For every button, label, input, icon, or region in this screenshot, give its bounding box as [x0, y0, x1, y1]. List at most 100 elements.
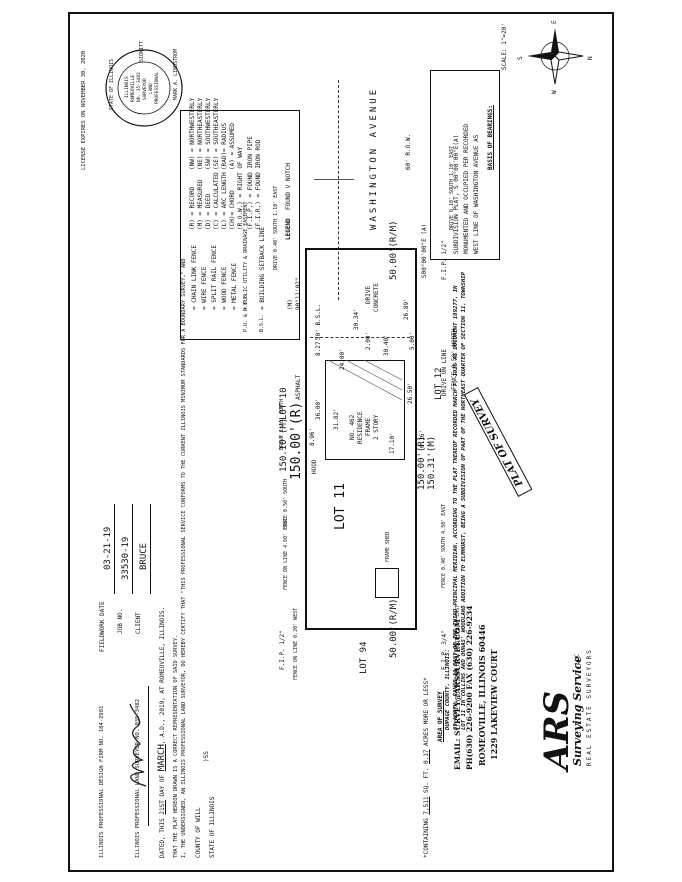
concrete-label: CONCRETE: [373, 283, 380, 312]
compass-w: W: [551, 90, 558, 94]
legal-line1: LOT 11 IN COLLINS AND DUNAS' WOODLAND AD…: [461, 271, 467, 730]
setback-line: [310, 336, 410, 338]
plat-title: PLAT OF SURVEY: [463, 386, 533, 497]
legend-item: = PUBLIC UTILITY & DRAINAGE EASEMENT: [243, 201, 249, 310]
drive-label: DRIVE: [365, 285, 372, 304]
residence-line4: NO. 462: [349, 414, 356, 440]
legend-item: (SW) = SOUTHWESTERLY: [205, 97, 212, 170]
fence-sw-note: FENCE ON LINE 4.60' EAST: [283, 517, 289, 590]
job-label: JOB NO.: [117, 608, 124, 634]
legend-item: = BUILDING SETBACK LINE: [259, 226, 266, 310]
dim-616: 6.16': [419, 429, 426, 448]
client-value: BRUCE: [139, 542, 149, 570]
legend-item: (R) = RECORD: [189, 186, 196, 230]
company-llc: LLC: [574, 654, 581, 665]
legend-item: = SPLIT RAIL FENCE: [211, 244, 218, 310]
fieldwork-underline: [114, 504, 115, 594]
cert-firm: ILLINOIS PROFESSIONAL DESIGN FIRM NO. 18…: [99, 705, 105, 858]
shed-west-note: SHED 3.7' SOUTH 5.0' EAST: [455, 604, 461, 680]
legend-item: (NE) = NORTHEASTERLY: [197, 97, 204, 170]
legend-item: (L) = ARC LENGTH: [221, 172, 228, 230]
legend-item: = CHAIN LINK FENCE: [191, 244, 198, 310]
client-underline: [150, 504, 151, 594]
survey-sheet: ARS Surveying Service LLC REAL ESTATE SU…: [68, 12, 614, 872]
fence-north-note: FENCE 0.50' NORTH: [451, 328, 458, 390]
dim-2400: 24.00': [339, 348, 346, 370]
license-expiration: LICENSE EXPIRES ON NOVEMBER 30, 2020: [81, 50, 87, 170]
cert-ss: )SS: [203, 751, 210, 762]
job-underline: [132, 504, 133, 594]
legend-item: (RAD)= RADIUS: [221, 123, 228, 170]
fip-sw: F.I.P. 1/2": [279, 630, 286, 670]
frame-shed: [375, 568, 399, 598]
seal-inner1: PROFESSIONAL: [155, 71, 160, 104]
cert-statement2: THAT THE PLAT HEREON DRAWN IS A CORRECT …: [173, 634, 179, 858]
dim-1710: 17.10': [389, 432, 396, 454]
shed-label: FRAME SHED: [385, 531, 391, 562]
area-label: AREA OF SURVEY: [437, 691, 444, 742]
bsl-label: 30' B.S.L.: [315, 303, 322, 340]
company-tagline: REAL ESTATE SURVEYORS: [586, 648, 593, 766]
legend-item: (CH)= CHORD: [229, 190, 236, 230]
dim-3034: 30.34': [353, 308, 360, 330]
lot-94-label: LOT 94: [359, 641, 369, 674]
dim-2000: 2.00': [365, 331, 372, 350]
hood-label: HOOD: [311, 459, 318, 474]
legend-abbr: P.U. & D.E.: [243, 298, 249, 332]
seal-inner3: SURVEYOR: [143, 78, 148, 100]
dim-2689: 26.89': [403, 298, 410, 320]
drive-online-note: DRIVE ON LINE: [441, 349, 448, 396]
rotated-drawing: ARS Surveying Service LLC REAL ESTATE SU…: [70, 14, 612, 870]
dim-east: 50.00'(R/M): [389, 220, 399, 280]
company-address2: ROMEOVILLE, ILLINOIS 60446: [477, 624, 487, 766]
bearings-title: BASIS OF BEARINGS:: [487, 104, 494, 170]
surveyor-seal: [105, 49, 183, 127]
residence-line1: 2 STORY: [373, 414, 380, 440]
legend-title: LEGEND: [285, 218, 292, 240]
seal-inner4: NO. 35-3482: [137, 72, 142, 102]
seal-inner5: ROMEOVILLE: [131, 74, 136, 102]
area-line: *CONTAINING 7,511 SQ. FT. 0.17 ACRES MOR…: [423, 677, 430, 858]
dim-3600: 36.00': [315, 398, 322, 420]
fieldwork-value: 03-21-19: [103, 526, 113, 570]
compass-s: S: [517, 56, 524, 60]
seal-inner6: ILLINOIS: [125, 76, 130, 98]
cert-county: COUNTY OF WILL: [195, 807, 202, 858]
scale-label: SCALE: 1"=20': [501, 23, 508, 70]
bearing-east: S00°00'00"E (A): [421, 223, 428, 278]
compass-n: N: [587, 56, 594, 60]
dim-896: 8.96': [309, 427, 316, 446]
dim-827: 8.27': [315, 337, 322, 356]
job-value: 33530-19: [121, 536, 131, 580]
client-label: CLIENT: [135, 612, 142, 634]
legend-item: (D) = DEED: [205, 193, 212, 230]
legend-item: (NW) = NORTHWESTERLY: [189, 97, 196, 170]
legend-item: (C) = CALCULATED: [213, 172, 220, 230]
street-name: WASHINGTON AVENUE: [369, 86, 379, 230]
fieldwork-label: FIELDWORK DATE: [99, 601, 106, 652]
bearings-line2: MONUMENTED AND OCCUPIED PER RECORDED: [463, 123, 470, 254]
curb-line: [314, 179, 354, 180]
company-logo-ars: ARS: [537, 690, 577, 770]
dim-south-r: 150.00'(R): [289, 401, 304, 480]
legend-item: (SE) = SOUTHEASTERLY: [213, 97, 220, 170]
dim-3182: 31.82': [333, 408, 340, 430]
legend-item: = WIRE FENCE: [201, 266, 208, 310]
legend-item: (F.I.R.) = FOUND IRON ROD: [255, 139, 262, 230]
company-logo-sub: Surveying Service: [571, 655, 584, 766]
compass-e: E: [551, 20, 558, 24]
drive-ne-note: DRIVE 0.10' SOUTH 1.10' EAST: [449, 145, 455, 230]
cert-state: STATE OF ILLINOIS: [209, 796, 216, 858]
asphalt-label: ASPHALT: [295, 374, 302, 400]
street-row: 60' R.O.W.: [405, 133, 412, 170]
residence-hatch: [328, 360, 402, 400]
legend-item: = WOOD FENCE: [221, 266, 228, 310]
dim-2650: 26.50': [407, 382, 414, 404]
cert-license: ILLINOIS PROFESSIONAL LAND SURVEYOR NO. …: [135, 699, 141, 858]
bearings-line1: WEST LINE OF WASHINGTON AVENUE AS: [473, 134, 480, 254]
dim-north-m: 150.31'(M): [427, 435, 437, 490]
drive-se-note: DRIVE 0.40' SOUTH 1.10' EAST: [273, 185, 279, 270]
seal-right: SIONITT: [139, 40, 145, 62]
fence-west-note: FENCE ON LINE 0.20' WEST: [293, 607, 299, 680]
dim-500: 5.00': [409, 331, 416, 350]
